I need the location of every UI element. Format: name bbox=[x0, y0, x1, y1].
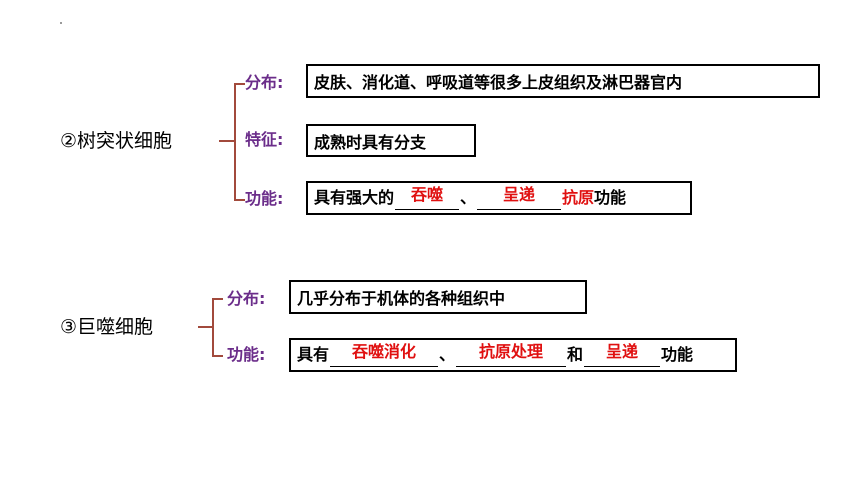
section3-bracket bbox=[198, 298, 223, 357]
section2-function-blank2: 呈递 bbox=[477, 184, 562, 210]
section3-function-label: 功能: bbox=[227, 345, 266, 364]
section2-bracket bbox=[219, 83, 245, 201]
section2-feature-box: 成熟时具有分支 bbox=[306, 124, 476, 157]
section2-answer-3: 抗原 bbox=[562, 188, 595, 207]
section2-function-suffix: 功能 bbox=[594, 188, 627, 207]
section3-function-blank3: 呈递 bbox=[584, 341, 661, 367]
section3-answer-3: 呈递 bbox=[606, 341, 639, 361]
section3-distribution-label: 分布: bbox=[227, 289, 266, 308]
section2-function-sep: 、 bbox=[460, 188, 477, 207]
section2-function-box: 具有强大的 吞噬 、 呈递 抗原 功能 bbox=[306, 181, 692, 215]
section3-answer-1: 吞噬消化 bbox=[352, 341, 417, 361]
section3-function-conj: 和 bbox=[567, 345, 584, 364]
section2-title: ②树突状细胞 bbox=[60, 130, 173, 152]
section3-function-suffix: 功能 bbox=[661, 345, 694, 364]
section2-answer-1: 吞噬 bbox=[411, 184, 444, 204]
section2-function-label: 功能: bbox=[245, 189, 284, 208]
section3-answer-2: 抗原处理 bbox=[479, 341, 544, 361]
section2-distribution-text: 皮肤、消化道、呼吸道等很多上皮组织及淋巴器官内 bbox=[314, 73, 683, 92]
section3-distribution-box: 几乎分布于机体的各种组织中 bbox=[289, 280, 587, 314]
decorative-dot bbox=[60, 22, 62, 24]
section3-distribution-text: 几乎分布于机体的各种组织中 bbox=[297, 289, 506, 308]
section2-answer-2: 呈递 bbox=[503, 184, 536, 204]
section2-feature-text: 成熟时具有分支 bbox=[314, 132, 427, 152]
section2-distribution-box: 皮肤、消化道、呼吸道等很多上皮组织及淋巴器官内 bbox=[306, 64, 820, 98]
section3-function-sep: 、 bbox=[439, 345, 456, 364]
section2-function-prefix: 具有强大的 bbox=[314, 188, 395, 207]
section3-function-prefix: 具有 bbox=[297, 345, 330, 364]
section2-feature-label: 特征: bbox=[245, 130, 284, 149]
section3-title: ③巨噬细胞 bbox=[60, 316, 154, 338]
section3-function-blank2: 抗原处理 bbox=[456, 341, 567, 367]
section2-function-blank1: 吞噬 bbox=[395, 184, 460, 210]
section3-function-box: 具有 吞噬消化 、 抗原处理 和 呈递 功能 bbox=[289, 338, 737, 372]
section3-function-blank1: 吞噬消化 bbox=[330, 341, 439, 367]
section2-distribution-label: 分布: bbox=[245, 73, 284, 92]
